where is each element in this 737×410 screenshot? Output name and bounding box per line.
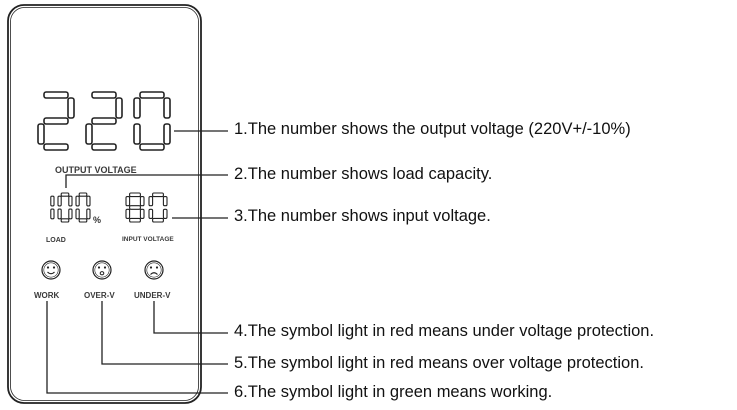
segment-c: [162, 208, 168, 219]
segment-a: [129, 192, 141, 198]
segment-d: [91, 143, 117, 151]
work-label: WORK: [34, 291, 60, 300]
input-seven-segment-display: [125, 192, 168, 223]
over-v-face-icon: [92, 260, 112, 280]
digit-2: [37, 91, 75, 151]
segment-b: [86, 195, 91, 207]
segment-d: [78, 218, 88, 223]
segment-f: [57, 195, 62, 207]
segment-a: [91, 91, 117, 99]
segment-a: [60, 192, 70, 197]
callout-4: 4.The symbol light in red means under vo…: [234, 322, 655, 340]
callout-6: 6.The symbol light in green means workin…: [234, 383, 553, 401]
segment-b: [115, 97, 123, 119]
main-seven-segment-display: [37, 91, 171, 151]
segment-e: [148, 208, 154, 219]
segment-g: [91, 117, 117, 125]
output-voltage-label: OUTPUT VOLTAGE: [55, 165, 137, 175]
segment-f: [148, 196, 154, 207]
segment-e: [57, 208, 62, 220]
panel-inner-outline: [10, 7, 199, 401]
segment-d: [129, 217, 141, 223]
panel-outline: [7, 4, 202, 404]
digit-8: [125, 192, 145, 223]
leader-line-5: [101, 301, 228, 365]
under-v-face-icon: [144, 260, 164, 280]
segment-g: [43, 117, 69, 125]
segment-c: [50, 208, 55, 220]
segment-c: [163, 123, 171, 145]
segment-e: [37, 123, 45, 145]
segment-f: [75, 195, 80, 207]
segment-d: [139, 143, 165, 151]
segment-b: [139, 196, 145, 207]
under-v-label: UNDER-V: [134, 291, 171, 300]
callout-5: 5.The symbol light in red means over vol…: [234, 354, 644, 372]
segment-e: [133, 123, 141, 145]
input-voltage-label: INPUT VOLTAGE: [122, 236, 174, 243]
load-seven-segment-display: [50, 192, 91, 223]
digit-1: [50, 195, 55, 220]
leader-line-6: [46, 301, 228, 394]
load-label: LOAD: [46, 237, 66, 244]
digit-0: [57, 192, 73, 223]
segment-c: [68, 208, 73, 220]
segment-f: [133, 97, 141, 119]
segment-e: [125, 208, 131, 219]
segment-b: [163, 97, 171, 119]
digit-0: [75, 192, 91, 223]
segment-a: [78, 192, 88, 197]
segment-b: [162, 196, 168, 207]
segment-c: [86, 208, 91, 220]
leader-line-2: [65, 174, 228, 188]
leader-line-4: [153, 301, 228, 334]
leader-lines: [46, 130, 228, 394]
segment-b: [67, 97, 75, 119]
segment-a: [139, 91, 165, 99]
callout-3: 3.The number shows input voltage.: [234, 207, 491, 225]
callout-1: 1.The number shows the output voltage (2…: [234, 120, 631, 138]
segment-d: [43, 143, 69, 151]
segment-b: [68, 195, 73, 207]
indicator-faces: [41, 260, 164, 280]
work-face-icon: [41, 260, 61, 280]
segment-b: [50, 195, 55, 207]
digit-2: [85, 91, 123, 151]
segment-c: [139, 208, 145, 219]
segment-f: [125, 196, 131, 207]
segment-a: [152, 192, 164, 198]
segment-g: [129, 205, 141, 210]
segment-d: [152, 217, 164, 223]
segment-d: [60, 218, 70, 223]
segment-a: [43, 91, 69, 99]
digit-0: [148, 192, 168, 223]
digit-0: [133, 91, 171, 151]
segment-e: [75, 208, 80, 220]
callout-2: 2.The number shows load capacity.: [234, 165, 493, 183]
over-v-label: OVER-V: [84, 291, 115, 300]
segment-e: [85, 123, 93, 145]
percent-sign: %: [93, 215, 102, 225]
